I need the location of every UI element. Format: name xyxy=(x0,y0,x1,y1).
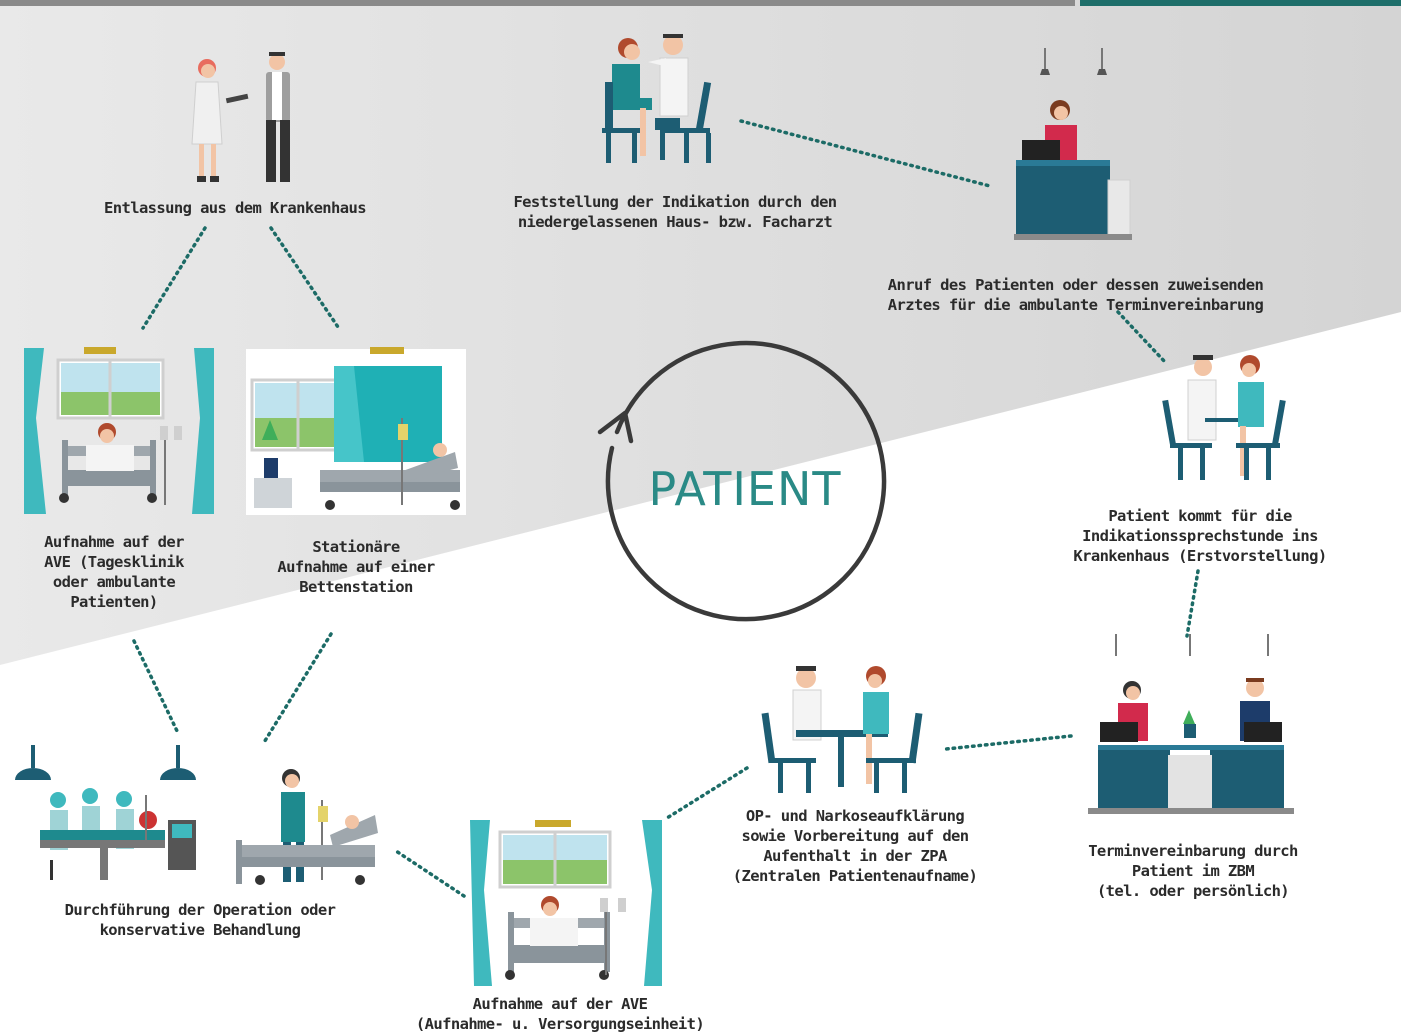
step-line: konservative Behandlung xyxy=(99,921,301,939)
step-label-ave-day: Aufnahme auf der AVE (Tagesklinik oder a… xyxy=(14,532,214,612)
step-label-call: Anruf des Patienten oder dessen zuweisen… xyxy=(838,275,1313,315)
connector-appointment-briefing xyxy=(944,734,1073,751)
connector-ward-operation xyxy=(261,632,333,746)
step-line: Stationäre xyxy=(312,538,400,556)
step-line: (tel. oder persönlich) xyxy=(1096,882,1290,900)
step-label-ward: Stationäre Aufnahme auf einer Bettenstat… xyxy=(246,537,466,597)
step-line: Indikationssprechstunde ins xyxy=(1082,527,1318,545)
hospital-bed-window-icon xyxy=(470,820,662,986)
step-line: Bettenstation xyxy=(299,578,413,596)
patient-bed-curtain-icon xyxy=(24,347,214,514)
cycle-arrow-head xyxy=(597,410,634,444)
step-line: Entlassung aus dem Krankenhaus xyxy=(104,199,367,217)
step-label-discharge: Entlassung aus dem Krankenhaus xyxy=(60,198,410,218)
top-bar-accent xyxy=(1080,0,1401,6)
step-line: Durchführung der Operation oder xyxy=(64,901,336,919)
cycle-arrow xyxy=(605,340,887,622)
step-line: Aufenthalt in der ZPA xyxy=(763,847,947,865)
reception-desk-phone-icon xyxy=(1014,48,1132,240)
step-line: OP- und Narkoseaufklärung xyxy=(745,807,965,825)
connector-discharge-ward xyxy=(269,226,342,332)
connector-ave-operation xyxy=(394,849,466,898)
ward-room-icon xyxy=(246,347,466,515)
step-line: Aufnahme auf einer xyxy=(277,558,435,576)
ward-bed-nurse-icon xyxy=(236,769,378,885)
step-line: Terminvereinbarung durch xyxy=(1088,842,1298,860)
step-line: Anruf des Patienten oder dessen zuweisen… xyxy=(887,276,1264,294)
step-label-operation: Durchführung der Operation oder konserva… xyxy=(20,900,380,940)
reception-counter-icon xyxy=(1088,634,1294,814)
step-label-indication: Feststellung der Indikation durch den ni… xyxy=(470,192,880,232)
connector-call-firstvisit xyxy=(1116,310,1167,364)
step-line: AVE (Tagesklinik xyxy=(44,553,184,571)
operating-room-icon xyxy=(15,745,196,880)
step-line: Aufnahme auf der xyxy=(44,533,184,551)
connector-indication-call xyxy=(739,119,992,188)
connector-daycare-operation xyxy=(132,639,180,735)
step-line: Aufnahme auf der AVE xyxy=(472,995,648,1013)
step-line: Feststellung der Indikation durch den xyxy=(513,193,837,211)
step-line: (Zentralen Patientenaufname) xyxy=(732,867,978,885)
step-label-appointment: Terminvereinbarung durch Patient im ZBM … xyxy=(1058,841,1328,901)
step-line: (Aufnahme- u. Versorgungseinheit) xyxy=(415,1015,705,1033)
discharge-handover-icon xyxy=(191,52,290,182)
doctor-exam-icon xyxy=(602,34,712,163)
step-line: niedergelassenen Haus- bzw. Facharzt xyxy=(517,213,833,231)
step-line: Krankenhaus (Erstvorstellung) xyxy=(1073,547,1327,565)
consultation-table-icon xyxy=(761,666,923,793)
step-line: sowie Vorbereitung auf den xyxy=(741,827,969,845)
connector-discharge-daycare xyxy=(141,226,207,330)
step-line: Patient kommt für die xyxy=(1108,507,1292,525)
step-label-first-visit: Patient kommt für die Indikationssprechs… xyxy=(1020,506,1380,566)
connector-firstvisit-appointment xyxy=(1185,569,1200,638)
doctor-consultation-icon xyxy=(1162,355,1286,480)
top-bar xyxy=(0,0,1075,6)
step-line: oder ambulante xyxy=(52,573,176,591)
connectors xyxy=(132,119,1200,898)
step-line: Patienten) xyxy=(70,593,158,611)
step-label-ave-admission: Aufnahme auf der AVE (Aufnahme- u. Verso… xyxy=(380,994,740,1034)
step-line: Patient im ZBM xyxy=(1131,862,1255,880)
center-patient-label: PATIENT xyxy=(648,462,842,516)
step-label-op-briefing: OP- und Narkoseaufklärung sowie Vorberei… xyxy=(700,806,1010,886)
connector-briefing-ave xyxy=(665,766,749,820)
step-line: Arztes für die ambulante Terminvereinbar… xyxy=(887,296,1264,314)
